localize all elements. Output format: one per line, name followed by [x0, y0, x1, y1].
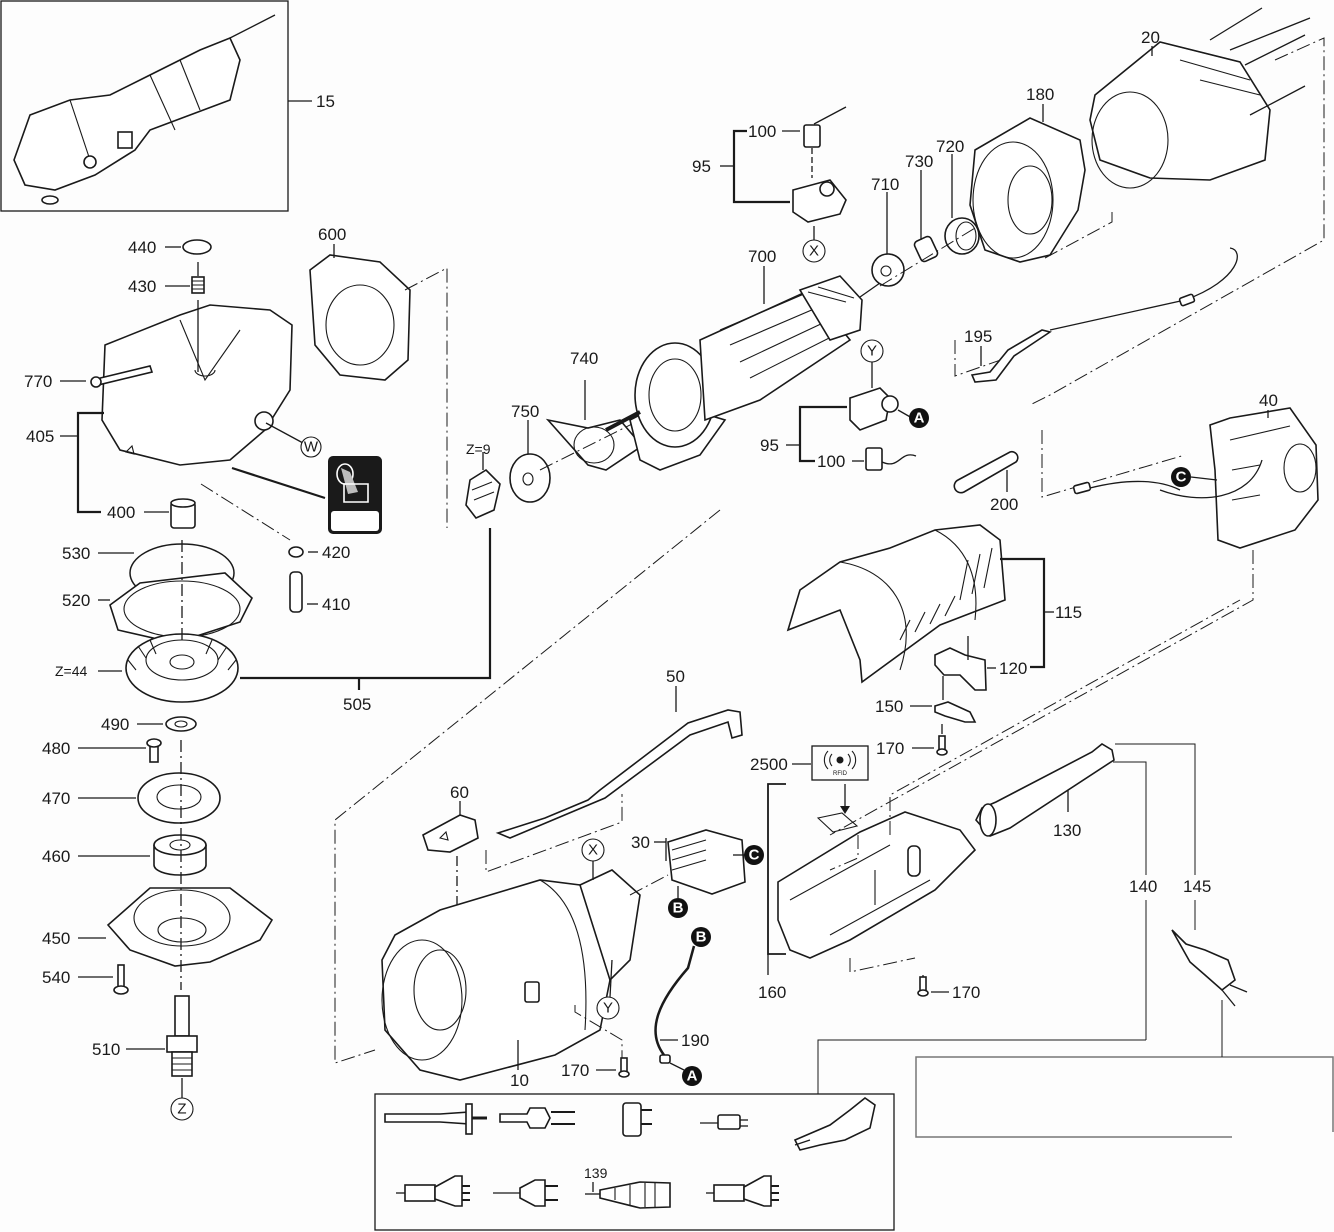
label-190: 190 [681, 1031, 709, 1050]
label-700: 700 [748, 247, 776, 266]
plug-variant-9 [706, 1175, 779, 1207]
brush-holder-upper: 100 95 X [692, 106, 847, 263]
label-2500: 2500 [750, 755, 788, 774]
label-450: 450 [42, 929, 70, 948]
label-z9: Z=9 [466, 441, 491, 457]
label-405: 405 [26, 427, 54, 446]
rfid-tag-box: RFID [811, 745, 869, 781]
label-180: 180 [1026, 85, 1054, 104]
label-100-lower: 100 [817, 452, 845, 471]
rfid-text: RFID [833, 771, 848, 777]
label-510: 510 [92, 1040, 120, 1059]
label-140: 140 [1129, 877, 1157, 896]
label-410: 410 [322, 595, 350, 614]
label-520: 520 [62, 591, 90, 610]
label-170-handle: 170 [952, 983, 980, 1002]
plug-variant-5-schuko [793, 1097, 876, 1151]
label-10: 10 [510, 1071, 529, 1090]
wiring-electronics-group: 195 200 40 C [829, 247, 1319, 836]
plug-variant-8-139: 139 [584, 1165, 671, 1209]
plug-variant-4 [700, 1114, 748, 1130]
plug-variant-6 [396, 1175, 470, 1207]
plug-variant-1 [384, 1103, 487, 1135]
cover-group: 115 120 150 170 [786, 524, 1082, 758]
label-170-lower: 170 [561, 1061, 589, 1080]
ref-c-upper: C [1176, 469, 1187, 486]
armature-700 [605, 275, 881, 471]
label-115: 115 [1055, 603, 1082, 622]
gear-head-group: 440 430 770 405 W [24, 238, 492, 1121]
label-440: 440 [128, 238, 156, 257]
plug-variants-box: 139 [374, 1093, 895, 1231]
label-20: 20 [1141, 28, 1160, 47]
label-460: 460 [42, 847, 70, 866]
label-200: 200 [990, 495, 1018, 514]
label-505: 505 [343, 695, 371, 714]
plug-variant-3 [622, 1102, 652, 1137]
grease-warning-pictogram [328, 456, 382, 534]
label-530: 530 [62, 544, 90, 563]
label-195: 195 [964, 327, 992, 346]
motor-housing-group: 50 60 10 X Y 170 30 [334, 509, 764, 1090]
label-15: 15 [316, 92, 335, 111]
motor-group: Z=9 750 740 700 710 [465, 7, 1325, 519]
label-730: 730 [905, 152, 933, 171]
label-130: 130 [1053, 821, 1081, 840]
plug-145 [1171, 929, 1248, 1007]
plug-variant-2 [499, 1107, 575, 1129]
ref-b-upper: B [673, 900, 684, 917]
label-160: 160 [758, 983, 786, 1002]
label-710: 710 [871, 175, 899, 194]
label-40: 40 [1259, 391, 1278, 410]
brush-holder-lower: Y A 95 100 [760, 339, 929, 471]
ref-a-upper: A [914, 410, 925, 427]
plug-variant-7 [493, 1179, 558, 1207]
ref-x-lower: X [588, 842, 598, 859]
ref-b-lower: B [696, 929, 707, 946]
ref-c-lower: C [749, 847, 760, 864]
label-490: 490 [101, 715, 129, 734]
label-50: 50 [666, 667, 685, 686]
ref-x-upper: X [809, 243, 819, 260]
ref-y-lower: Y [603, 1000, 613, 1017]
label-150: 150 [875, 697, 903, 716]
handle-group: 2500 RFID 160 170 130 140 145 [750, 599, 1334, 1140]
label-430: 430 [128, 277, 156, 296]
label-420: 420 [322, 543, 350, 562]
label-30: 30 [631, 833, 650, 852]
label-95-lower: 95 [760, 436, 779, 455]
label-750: 750 [511, 402, 539, 421]
label-100-upper: 100 [748, 122, 776, 141]
label-470: 470 [42, 789, 70, 808]
ref-w: W [304, 439, 319, 456]
label-720: 720 [936, 137, 964, 156]
label-480: 480 [42, 739, 70, 758]
ref-a-lower: A [687, 1068, 698, 1085]
label-139: 139 [584, 1165, 608, 1181]
label-600: 600 [318, 225, 346, 244]
label-120: 120 [999, 659, 1027, 678]
label-770: 770 [24, 372, 52, 391]
part-600-group: 600 [309, 225, 448, 528]
label-400: 400 [107, 503, 135, 522]
assembled-tool-drawing [13, 14, 276, 205]
label-z44: Z=44 [55, 663, 88, 679]
overview-box: 15 [0, 0, 335, 212]
label-170-upper: 170 [876, 739, 904, 758]
label-95-upper: 95 [692, 157, 711, 176]
label-740: 740 [570, 349, 598, 368]
label-540: 540 [42, 968, 70, 987]
ref-z: Z [177, 1101, 186, 1118]
label-145: 145 [1183, 877, 1211, 896]
label-60: 60 [450, 783, 469, 802]
ref-y-upper: Y [867, 343, 877, 360]
